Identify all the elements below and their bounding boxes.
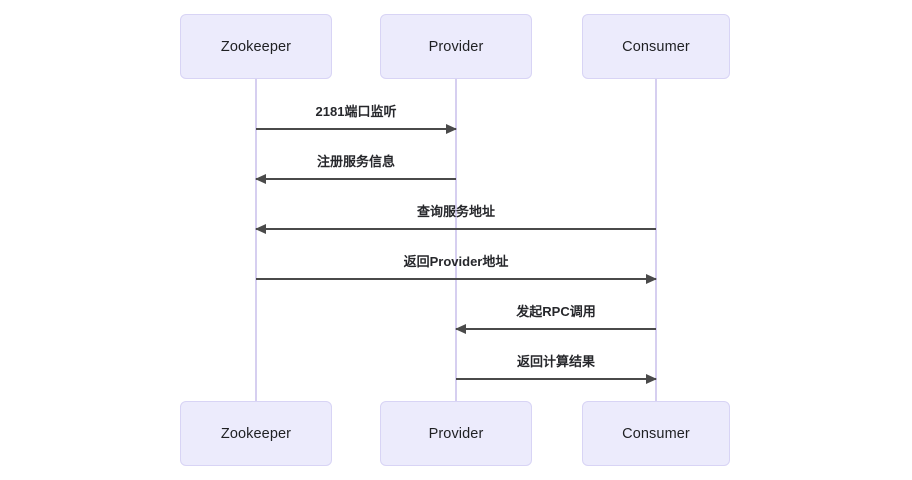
message-label: 返回计算结果 bbox=[516, 354, 595, 369]
message-label: 返回Provider地址 bbox=[403, 254, 509, 269]
actor-label-consumer-bottom: Consumer bbox=[622, 425, 690, 442]
actor-label-zookeeper-bottom: Zookeeper bbox=[220, 425, 292, 442]
actor-box-zookeeper-bottom[interactable]: Zookeeper bbox=[180, 401, 332, 466]
lifeline-provider bbox=[455, 79, 457, 401]
arrow-left-icon bbox=[255, 224, 266, 234]
message-label: 2181端口监听 bbox=[315, 104, 397, 119]
actor-box-provider-top[interactable]: Provider bbox=[380, 14, 532, 79]
actor-box-provider-bottom[interactable]: Provider bbox=[380, 401, 532, 466]
actor-box-consumer-top[interactable]: Consumer bbox=[582, 14, 730, 79]
actor-label-provider-top: Provider bbox=[428, 38, 484, 55]
arrow-right-icon bbox=[646, 374, 657, 384]
message-line bbox=[256, 228, 656, 230]
lifeline-zookeeper bbox=[255, 79, 257, 401]
message-line bbox=[456, 328, 656, 330]
actor-label-provider-bottom: Provider bbox=[428, 425, 484, 442]
arrow-right-icon bbox=[446, 124, 457, 134]
message-label: 注册服务信息 bbox=[316, 154, 395, 169]
message-label: 发起RPC调用 bbox=[516, 304, 596, 319]
message-line bbox=[456, 378, 656, 380]
actor-label-zookeeper-top: Zookeeper bbox=[220, 38, 292, 55]
message-line bbox=[256, 278, 656, 280]
actor-label-consumer-top: Consumer bbox=[622, 38, 690, 55]
actor-box-zookeeper-top[interactable]: Zookeeper bbox=[180, 14, 332, 79]
arrow-right-icon bbox=[646, 274, 657, 284]
arrow-left-icon bbox=[255, 174, 266, 184]
message-line bbox=[256, 128, 456, 130]
message-line bbox=[256, 178, 456, 180]
actor-box-consumer-bottom[interactable]: Consumer bbox=[582, 401, 730, 466]
arrow-left-icon bbox=[455, 324, 466, 334]
lifeline-consumer bbox=[655, 79, 657, 401]
message-label: 查询服务地址 bbox=[416, 204, 495, 219]
